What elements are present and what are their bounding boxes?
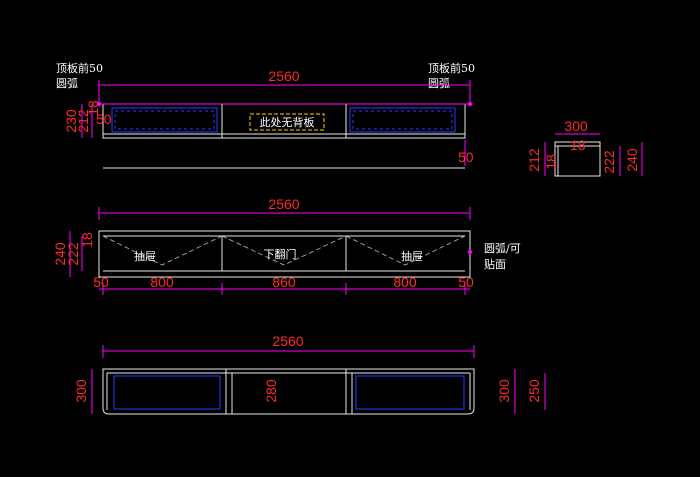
side-section: 300 212 18 18 222 240 xyxy=(526,118,643,177)
front-note-line2: 贴面 xyxy=(484,257,506,271)
note-left-line2: 圆弧 xyxy=(56,76,78,90)
dim-240-section: 240 xyxy=(624,148,640,172)
dim-240: 240 xyxy=(52,242,68,266)
dim-18: 18 xyxy=(85,100,101,116)
dim-230: 230 xyxy=(63,109,79,133)
dim-bottom-800-left: 800 xyxy=(150,274,174,290)
note-right-line2: 圆弧 xyxy=(428,76,450,90)
top-view: 顶板前50 圆弧 顶板前50 圆弧 2560 此处无背板 230 212 18 … xyxy=(56,61,475,169)
dim-bottom-860: 860 xyxy=(272,274,296,290)
drawer-right-outline xyxy=(349,107,456,133)
front-note-line1: 圆弧/可 xyxy=(484,241,521,255)
front-label-center: 下翻门 xyxy=(264,247,297,261)
flap-door-open-mark xyxy=(221,235,347,266)
dim-18-top-section: 18 xyxy=(570,137,586,153)
dim-bottom-50-left: 50 xyxy=(93,274,109,290)
drawer-right-inner xyxy=(352,110,453,130)
note-right-line1: 顶板前50 xyxy=(428,61,475,75)
no-back-panel-box xyxy=(249,113,325,131)
arc-point-right xyxy=(467,101,473,107)
plan-drawer-left xyxy=(113,375,221,410)
plan-drawer-right xyxy=(355,375,465,410)
dim-300-plan-left: 300 xyxy=(73,379,89,403)
arc-point-left xyxy=(96,101,102,107)
note-left-line1: 顶板前50 xyxy=(56,61,103,75)
front-label-right: 抽屉 xyxy=(401,249,423,263)
dim-250-plan: 250 xyxy=(526,379,542,403)
dim-222-section: 222 xyxy=(601,150,617,174)
dim-50-right: 50 xyxy=(458,149,474,165)
dim-222: 222 xyxy=(65,242,81,266)
drawer-left-inner xyxy=(114,110,215,130)
dim-280-plan: 280 xyxy=(263,379,279,403)
dim-300-plan-right: 300 xyxy=(496,379,512,403)
dim-50-left: 50 xyxy=(96,111,112,127)
dim-300-section: 300 xyxy=(564,118,588,134)
dim-18-left-section: 18 xyxy=(543,154,559,170)
front-label-left: 抽屉 xyxy=(134,249,156,263)
dim-bottom-50-right: 50 xyxy=(458,274,474,290)
dim-total-width: 2560 xyxy=(268,68,299,84)
plan-view: 2560 300 280 300 250 xyxy=(73,333,546,415)
front-view: 2560 抽屉 下翻门 抽屉 圆弧/可 贴面 240 222 18 50 800… xyxy=(52,196,521,295)
dim-plan-total: 2560 xyxy=(272,333,303,349)
dim-front-total: 2560 xyxy=(268,196,299,212)
no-back-panel-label: 此处无背板 xyxy=(260,115,315,129)
dim-212-section: 212 xyxy=(526,148,542,172)
section-outline xyxy=(554,141,601,177)
plan-outline xyxy=(102,368,475,415)
dim-18-front: 18 xyxy=(79,232,95,248)
front-arc-point xyxy=(467,249,473,255)
drawer-left-outline xyxy=(111,107,218,133)
drawer-right-open-mark xyxy=(345,235,466,266)
dim-bottom-800-right: 800 xyxy=(393,274,417,290)
dim-212: 212 xyxy=(75,109,91,133)
drawer-left-open-mark xyxy=(102,235,223,266)
